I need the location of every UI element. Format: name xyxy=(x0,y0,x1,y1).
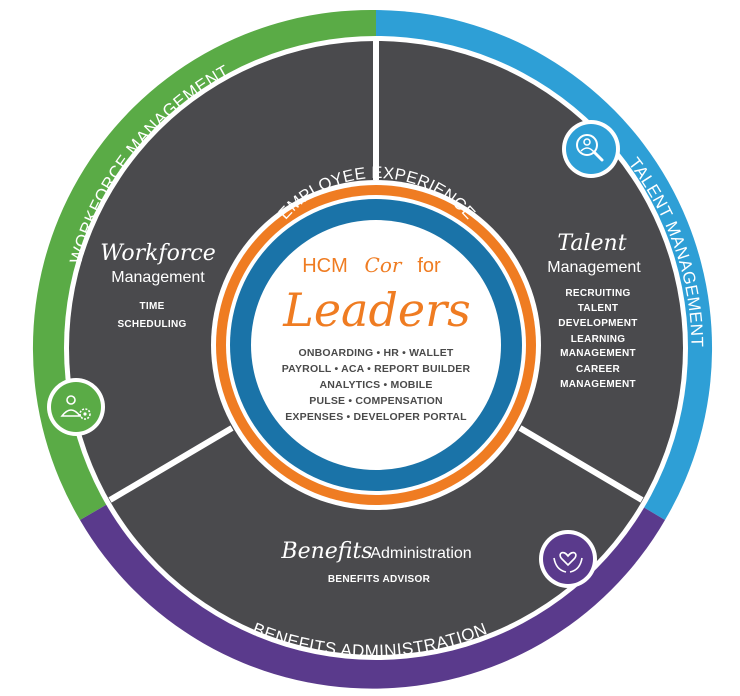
talent-subtitle: Management xyxy=(547,259,641,276)
talent-item: TALENT xyxy=(578,303,619,314)
talent-item: CAREER xyxy=(576,364,621,375)
workforce-title: Workforce xyxy=(100,241,215,266)
center-feature-list: ONBOARDING • HR • WALLET PAYROLL • ACA •… xyxy=(282,347,471,423)
benefits-item: BENEFITS ADVISOR xyxy=(328,574,431,585)
talent-item: MANAGEMENT xyxy=(560,379,636,390)
segment-divider-right xyxy=(518,425,644,503)
people-gear-icon xyxy=(47,378,105,436)
center-core xyxy=(251,220,501,470)
center-feature-line: EXPENSES • DEVELOPER PORTAL xyxy=(285,411,467,423)
workforce-subtitle: Management xyxy=(111,269,205,286)
benefits-title: Benefits xyxy=(280,539,372,564)
hcm-text: HCM xyxy=(302,255,348,277)
leaders-text: Leaders xyxy=(282,283,470,337)
workforce-segment: Workforce Management TIME SCHEDULING xyxy=(100,241,215,330)
segment-divider-left xyxy=(108,425,234,503)
center-rings xyxy=(211,180,541,510)
core-text: Cor xyxy=(365,253,403,277)
workforce-item: SCHEDULING xyxy=(117,319,186,330)
magnifier-person-icon xyxy=(562,120,620,178)
center-feature-line: PAYROLL • ACA • REPORT BUILDER xyxy=(282,363,471,375)
center-feature-line: PULSE • COMPENSATION xyxy=(309,395,443,407)
talent-item: LEARNING xyxy=(571,334,626,345)
talent-title: Talent xyxy=(557,231,626,256)
talent-item: RECRUITING xyxy=(565,288,630,299)
hands-heart-icon xyxy=(539,530,597,588)
for-text: for xyxy=(417,255,441,277)
benefits-subtitle: Administration xyxy=(370,545,471,562)
center-feature-line: ANALYTICS • MOBILE xyxy=(319,379,432,391)
center-feature-line: ONBOARDING • HR • WALLET xyxy=(298,347,453,359)
talent-item: MANAGEMENT xyxy=(560,348,636,359)
benefits-segment: Benefits Administration BENEFITS ADVISOR xyxy=(280,539,471,585)
talent-segment: Talent Management RECRUITING TALENT DEVE… xyxy=(547,231,641,390)
talent-item: DEVELOPMENT xyxy=(558,318,637,329)
center-title: HCM Cor for Leaders xyxy=(282,253,470,337)
workforce-item: TIME xyxy=(139,301,164,312)
